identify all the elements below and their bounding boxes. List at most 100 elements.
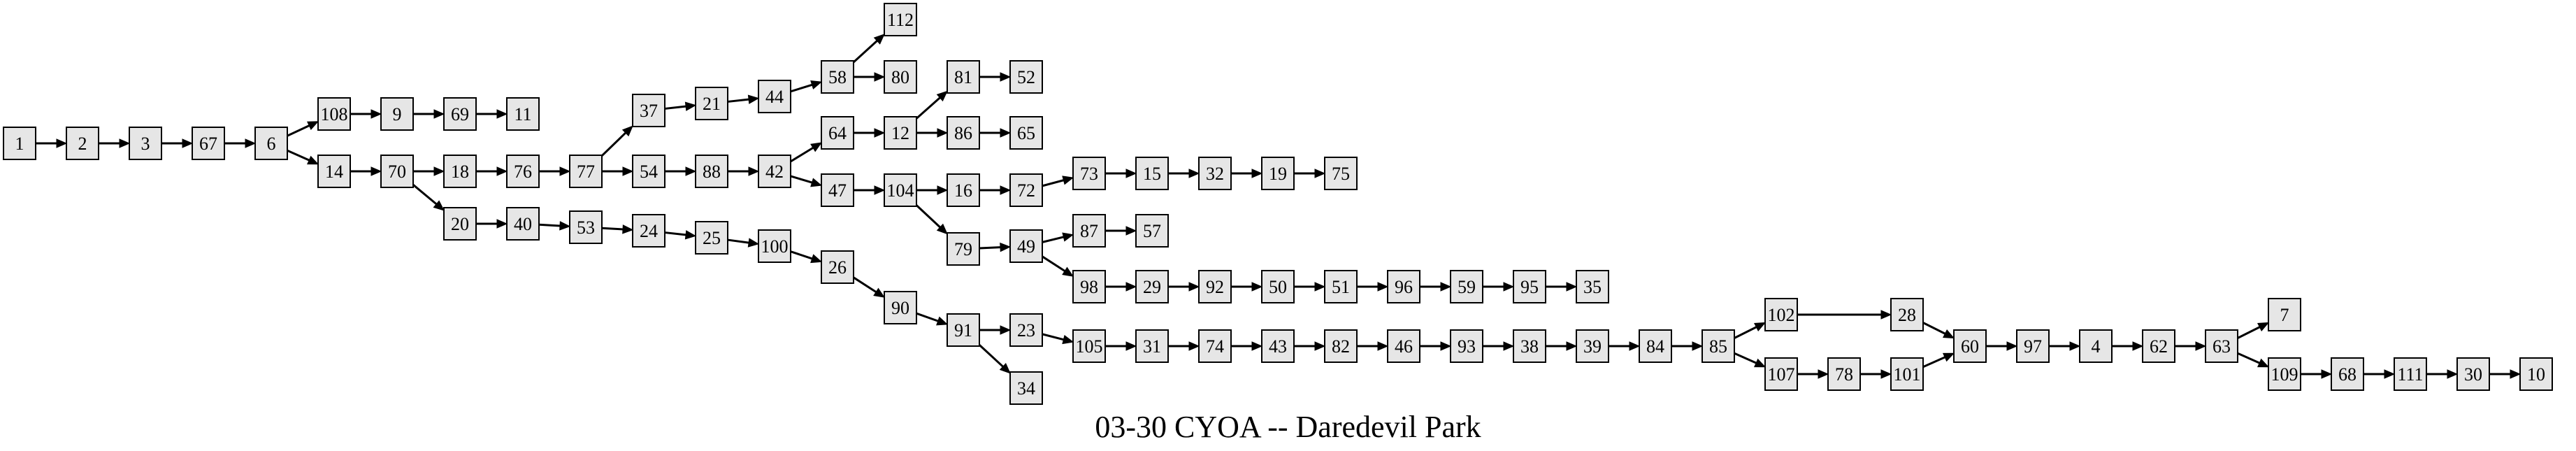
node-4: 4: [2079, 329, 2113, 363]
arrowhead: [1503, 341, 1515, 351]
node-label: 58: [828, 67, 847, 87]
node-label: 57: [1143, 221, 1161, 241]
arrowhead: [1692, 341, 1704, 351]
edge-63-to-7: [2237, 322, 2270, 339]
node-label: 109: [2271, 364, 2298, 385]
edge-90-to-91: [916, 312, 949, 326]
node-box: [947, 313, 980, 347]
node-label: 77: [577, 162, 595, 182]
node-label: 32: [1206, 164, 1224, 184]
node-70: 70: [380, 155, 414, 188]
edge-line: [1922, 322, 1946, 335]
edge-97-to-4: [2049, 341, 2081, 351]
node-label: 59: [1458, 277, 1476, 297]
node-box: [1009, 173, 1043, 207]
node-108: 108: [317, 97, 351, 131]
edge-72-to-73: [1042, 176, 1074, 187]
node-15: 15: [1135, 157, 1169, 190]
arrowhead: [245, 138, 257, 148]
node-label: 18: [451, 162, 469, 182]
node-67: 67: [192, 127, 225, 160]
edge-40-to-53: [538, 221, 571, 231]
node-box: [2456, 357, 2490, 391]
edge-line: [727, 238, 749, 244]
edge-28-to-60: [1922, 322, 1955, 339]
node-25: 25: [695, 221, 728, 255]
arrowhead: [307, 121, 319, 130]
node-box: [1890, 357, 1924, 391]
edge-104-to-16: [916, 185, 949, 195]
node-label: 90: [891, 298, 909, 318]
node-label: 1: [15, 134, 24, 154]
arrowhead: [747, 94, 760, 104]
node-box: [1324, 329, 1358, 363]
node-label: 87: [1080, 221, 1098, 241]
arrowhead: [874, 128, 886, 138]
node-20: 20: [443, 207, 477, 241]
node-58: 58: [821, 60, 854, 94]
node-63: 63: [2205, 329, 2238, 363]
node-box: [947, 232, 980, 266]
arrowhead: [1440, 282, 1452, 292]
node-82: 82: [1324, 329, 1358, 363]
node-box: [947, 60, 980, 94]
node-box: [821, 60, 854, 94]
node-91: 91: [947, 313, 980, 347]
node-box: [1009, 60, 1043, 94]
edge-68-to-111: [2363, 369, 2396, 379]
edge-79-to-49: [979, 242, 1012, 252]
node-69: 69: [443, 97, 477, 131]
node-box: [2016, 329, 2050, 363]
node-109: 109: [2268, 357, 2301, 391]
edge-81-to-52: [979, 72, 1012, 82]
node-box: [1198, 270, 1232, 303]
node-box: [3, 127, 36, 160]
arrowhead: [1000, 72, 1012, 82]
node-59: 59: [1450, 270, 1483, 303]
edge-77-to-54: [602, 166, 634, 176]
edge-59-to-95: [1483, 282, 1515, 292]
node-46: 46: [1387, 329, 1420, 363]
edge-line: [664, 105, 686, 110]
arrowhead: [433, 200, 445, 211]
node-98: 98: [1072, 270, 1106, 303]
node-label: 98: [1080, 277, 1098, 297]
node-box: [2205, 329, 2238, 363]
edge-58-to-112: [852, 34, 885, 64]
arrowhead: [1880, 369, 1892, 379]
node-label: 44: [765, 87, 784, 107]
node-90: 90: [884, 291, 917, 324]
node-label: 4: [2092, 336, 2101, 357]
node-box: [947, 173, 980, 207]
arrowhead: [1125, 282, 1137, 292]
node-label: 107: [1768, 364, 1795, 385]
node-52: 52: [1009, 60, 1043, 94]
edge-50-to-51: [1294, 282, 1326, 292]
arrowhead: [937, 185, 949, 195]
node-101: 101: [1890, 357, 1924, 391]
edge-20-to-40: [476, 219, 508, 229]
edge-14-to-70: [350, 166, 382, 176]
node-label: 52: [1017, 67, 1035, 87]
node-label: 14: [325, 162, 343, 182]
edge-line: [287, 124, 310, 137]
arrowhead: [810, 254, 823, 264]
node-32: 32: [1198, 157, 1232, 190]
arrowhead: [2321, 369, 2333, 379]
arrowhead: [936, 316, 949, 326]
node-box: [884, 173, 917, 207]
node-65: 65: [1009, 116, 1043, 150]
node-11: 11: [506, 97, 540, 131]
node-box: [1450, 329, 1483, 363]
node-box: [632, 214, 665, 248]
node-box: [1701, 329, 1735, 363]
node-label: 3: [141, 134, 150, 154]
node-77: 77: [569, 155, 603, 188]
node-box: [821, 116, 854, 150]
node-104: 104: [884, 173, 917, 207]
edge-3-to-67: [161, 138, 194, 148]
node-label: 65: [1017, 123, 1035, 143]
edge-88-to-42: [728, 166, 760, 176]
node-84: 84: [1639, 329, 1672, 363]
node-label: 7: [2280, 305, 2289, 325]
